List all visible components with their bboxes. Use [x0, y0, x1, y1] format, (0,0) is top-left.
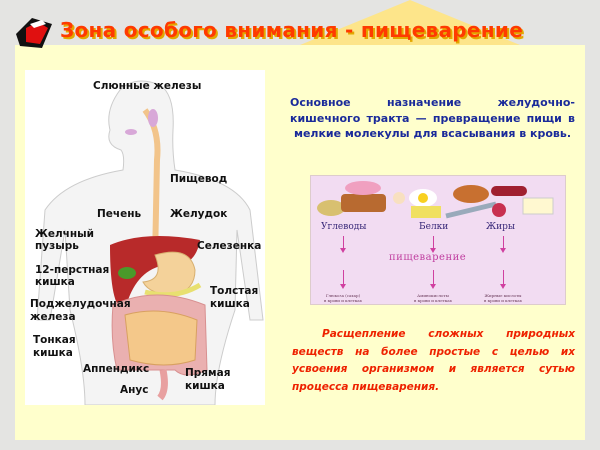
label-rectum-2: кишка	[185, 380, 225, 392]
arrow-down-icon	[430, 270, 436, 289]
label-liver: Печень	[97, 208, 142, 220]
label-rectum-1: Прямая	[185, 367, 231, 379]
digestion-label: пищеварение	[389, 252, 467, 263]
book-logo-icon	[16, 18, 52, 48]
arrow-down-icon	[340, 236, 346, 253]
nutrient-digestion-image: Углеводы Белки Жиры пищеварение Глюкоза …	[310, 175, 566, 305]
label-pancreas-1: Поджелудочная	[30, 298, 131, 310]
decor-triangle	[300, 0, 520, 45]
food-illustration	[317, 181, 554, 219]
conclusion-text: Расщепление сложных природных веществ на…	[292, 328, 575, 393]
digestive-system-diagram: Слюнные железы Пищевод Печень Желудок Же…	[25, 70, 265, 405]
slide-title: Зона особого внимания - пищеварение	[60, 18, 524, 42]
label-colon-2: кишка	[210, 298, 250, 310]
label-salivary: Слюнные железы	[93, 80, 202, 92]
label-pancreas-2: железа	[30, 311, 76, 323]
label-gallbladder-1: Желчный	[35, 228, 94, 240]
result-glucose: Глюкоза (сахар)в крови и клетках	[324, 293, 362, 303]
group-carbs: Углеводы	[321, 222, 367, 232]
arrow-down-icon	[500, 270, 506, 289]
label-spleen: Селезенка	[197, 240, 262, 252]
arrow-down-icon	[430, 236, 436, 253]
group-proteins: Белки	[419, 222, 449, 232]
arrow-down-icon	[500, 236, 506, 253]
label-appendix: Аппендикс	[83, 363, 150, 375]
label-gallbladder-2: пузырь	[35, 240, 79, 252]
label-stomach: Желудок	[170, 208, 228, 220]
label-small-intestine-1: Тонкая	[33, 334, 76, 346]
arrow-down-icon	[340, 270, 346, 289]
label-small-intestine-2: кишка	[33, 347, 73, 359]
label-esophagus: Пищевод	[170, 173, 228, 185]
group-fats: Жиры	[486, 222, 516, 232]
label-colon-1: Толстая	[210, 285, 259, 297]
label-anus: Анус	[120, 384, 149, 396]
label-duodenum-2: кишка	[35, 276, 75, 288]
main-text: Основное назначение желудочно-кишечного …	[290, 96, 575, 140]
label-duodenum-1: 12-перстная	[35, 264, 110, 276]
